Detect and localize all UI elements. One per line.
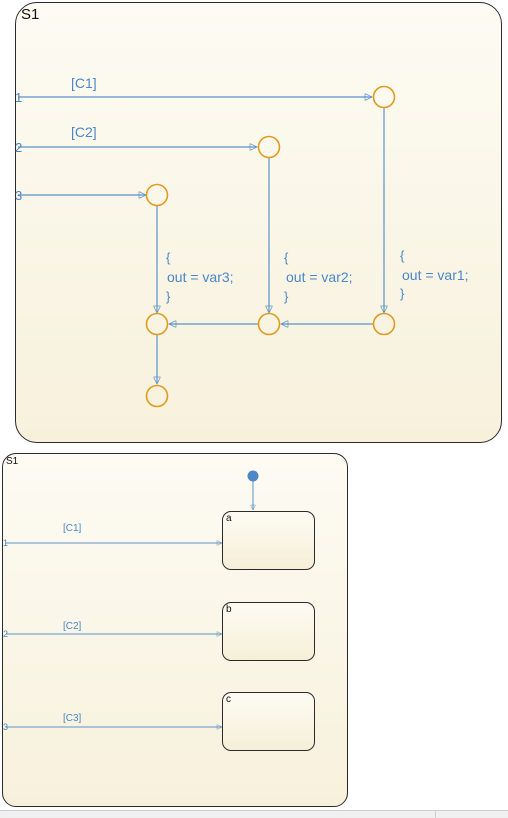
bottom-port-label-3: 3: [3, 722, 8, 732]
port-label-2: 2: [15, 140, 22, 155]
bottom-condition-c3[interactable]: [C3]: [63, 713, 82, 724]
action-body-var3[interactable]: out = var3;: [167, 269, 234, 285]
bottom-condition-c1[interactable]: [C1]: [63, 523, 82, 534]
action-body-var2[interactable]: out = var2;: [286, 269, 353, 285]
default-transition-dot[interactable]: [247, 470, 259, 482]
action-close-var2: }: [284, 289, 289, 304]
junction-j6[interactable]: [145, 312, 169, 336]
bottom-port-label-2: 2: [3, 629, 8, 639]
junction-j7[interactable]: [145, 384, 169, 408]
bottom-port-label-1: 1: [3, 538, 8, 548]
port-label-1: 1: [15, 90, 22, 105]
action-close-var1: }: [400, 286, 405, 301]
substate-b-name: b: [226, 604, 232, 615]
port-label-3: 3: [15, 188, 22, 203]
action-open-var1: {: [400, 248, 405, 263]
state-s1-top[interactable]: S1: [15, 2, 502, 443]
condition-label-c2[interactable]: [C2]: [71, 124, 97, 140]
junction-j2[interactable]: [257, 135, 281, 159]
top-transitions: [18, 97, 384, 384]
bottom-condition-c2[interactable]: [C2]: [63, 621, 82, 632]
status-bar: [0, 810, 508, 818]
status-bar-divider: [435, 811, 436, 818]
substate-a-name: a: [226, 513, 232, 524]
action-open-var3: {: [166, 250, 171, 265]
action-close-var3: }: [166, 289, 171, 304]
bottom-labels: 1 2 3 [C1] [C2] [C3]: [3, 523, 82, 732]
junction-j1[interactable]: [372, 85, 396, 109]
junction-j3[interactable]: [145, 183, 169, 207]
substate-c-name: c: [226, 694, 231, 705]
action-open-var2: {: [284, 250, 289, 265]
top-labels: 1 2 3 [C1] [C2] { out = var3; } { out = …: [15, 75, 469, 304]
substate-a[interactable]: a: [222, 511, 315, 570]
junction-j4[interactable]: [372, 312, 396, 336]
top-junctions: [145, 85, 396, 408]
junction-j5[interactable]: [257, 312, 281, 336]
bottom-transitions: [6, 481, 253, 727]
substate-c[interactable]: c: [222, 692, 315, 751]
state-name-s1-bottom: S1: [6, 456, 19, 467]
condition-label-c1[interactable]: [C1]: [71, 75, 97, 91]
state-name-s1-top: S1: [21, 6, 40, 23]
substate-b[interactable]: b: [222, 602, 315, 661]
action-body-var1[interactable]: out = var1;: [402, 267, 469, 283]
